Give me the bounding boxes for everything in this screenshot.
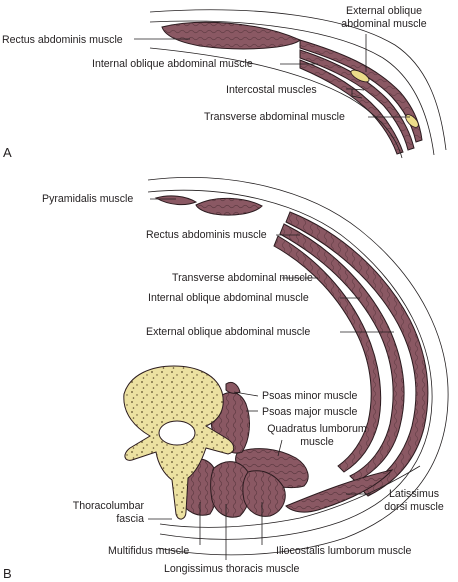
panel-b-label-internal-oblique: Internal oblique abdominal muscle: [148, 292, 309, 304]
panel-a-skin-outer: [149, 9, 447, 151]
panel-b-label-latissimus-line1: Latissimus: [388, 488, 440, 500]
panel-a-section: [149, 9, 447, 159]
panel-b-label-latissimus-line2: dorsi muscle: [384, 501, 444, 513]
panel-b-vertebral-canal: [158, 420, 196, 446]
panel-a-letter: A: [3, 145, 12, 160]
panel-a-label-intercostal: Intercostal muscles: [226, 84, 317, 96]
panel-b-pyramidalis: [154, 195, 198, 206]
panel-b-label-iliocostalis: Iliocostalis lumborum muscle: [276, 545, 412, 557]
panel-b-label-psoas-major: Psoas major muscle: [262, 406, 358, 418]
panel-b-label-transverse-abdominal: Transverse abdominal muscle: [172, 272, 313, 284]
panel-b-skin-outer: [147, 177, 449, 556]
panel-b-psoas-minor: [225, 381, 241, 394]
panel-a-skin-inner: [149, 20, 435, 156]
panel-b-label-thoracolumbar-line2: fascia: [116, 513, 144, 525]
panel-a-label-external-oblique-line2: abdominal muscle: [341, 18, 427, 30]
panel-b-label-quadratus-line1: Quadratus lumborum: [267, 423, 367, 435]
panel-b-leader-lines: [148, 198, 394, 560]
panel-b-section: [123, 177, 449, 556]
panel-b-letter: B: [3, 566, 12, 581]
panel-b-label-thoracolumbar-line1: Thoracolumbar: [72, 500, 144, 512]
panel-b-skin-inner: [147, 189, 433, 540]
panel-b-label-external-oblique: External oblique abdominal muscle: [146, 326, 311, 338]
panel-a-fat-pad-upper: [350, 69, 370, 83]
panel-b-label-pyramidalis: Pyramidalis muscle: [42, 193, 134, 205]
panel-b-label-rectus-abdominis: Rectus abdominis muscle: [146, 229, 267, 241]
panel-b-label-longissimus: Longissimus thoracis muscle: [164, 563, 300, 575]
panel-a-label-rectus-abdominis: Rectus abdominis muscle: [2, 34, 123, 46]
panel-a-leader-lines: [134, 34, 410, 118]
panel-a-fat-pad-lower: [405, 114, 419, 128]
panel-a-label-transverse-abdominal: Transverse abdominal muscle: [204, 111, 345, 123]
panel-b-label-quadratus-line2: muscle: [300, 436, 334, 448]
panel-b-label-multifidus: Multifidus muscle: [108, 545, 190, 557]
panel-a-label-internal-oblique: Internal oblique abdominal muscle: [92, 58, 253, 70]
panel-a-label-external-oblique-line1: External oblique: [346, 5, 422, 17]
panel-b-label-psoas-minor: Psoas minor muscle: [262, 390, 358, 402]
